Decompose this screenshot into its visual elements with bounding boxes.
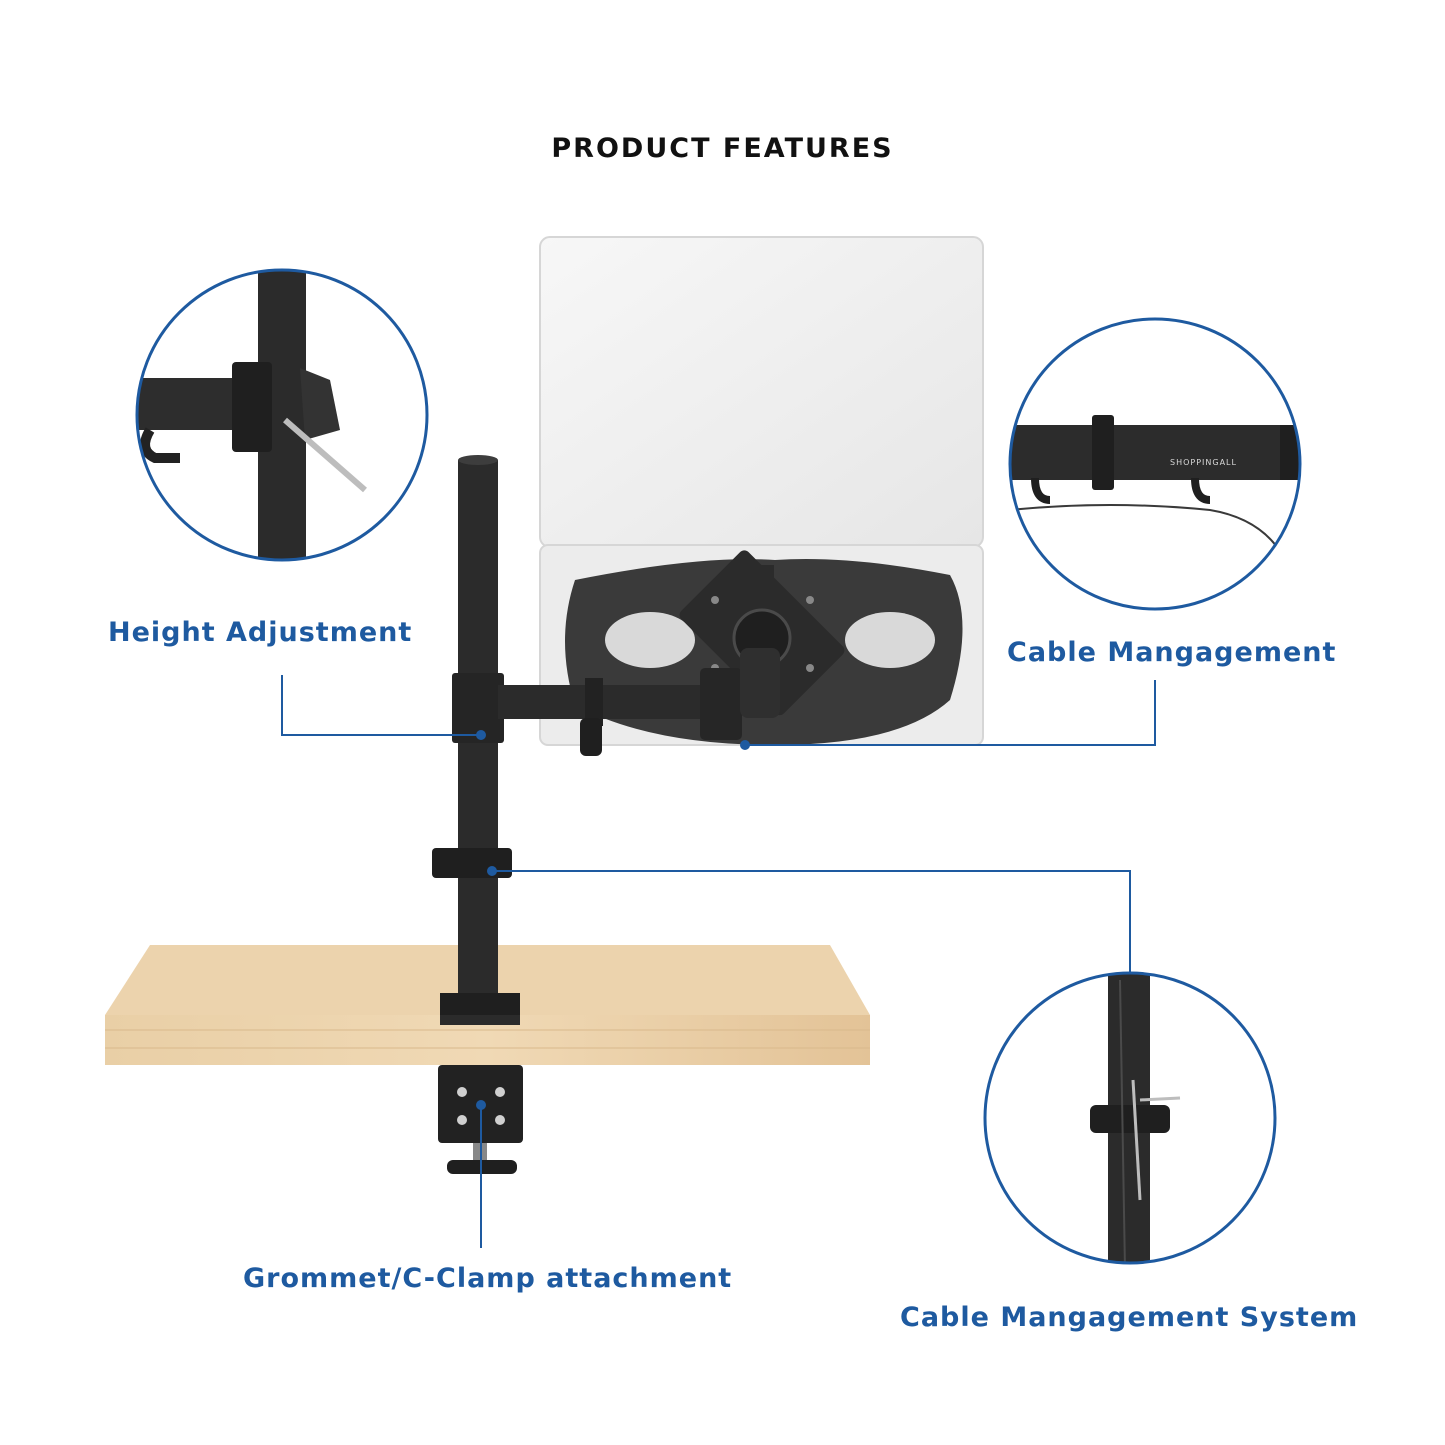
leader-cable-management — [745, 680, 1156, 746]
label-height-adjustment: Height Adjustment — [108, 617, 413, 648]
leader-height-adjustment — [281, 675, 481, 736]
brand-mark: SHOPPINGALL — [1170, 458, 1237, 467]
detail-cable-management-system — [983, 971, 1277, 1265]
mount-arm — [498, 648, 780, 756]
detail-height-adjustment — [135, 268, 429, 562]
detail-cable-management: SHOPPINGALL — [1008, 317, 1302, 611]
c-clamp — [438, 993, 523, 1174]
leader-cable-management-system — [492, 870, 1131, 973]
page-title: PRODUCT FEATURES — [551, 133, 894, 164]
callout-lines — [281, 675, 1156, 1248]
label-cable-management: Cable Mangagement — [1007, 637, 1337, 668]
mount-pole — [432, 455, 512, 1000]
label-cable-management-system: Cable Mangagement System — [900, 1302, 1359, 1333]
label-grommet-clamp: Grommet/C-Clamp attachment — [243, 1263, 733, 1294]
